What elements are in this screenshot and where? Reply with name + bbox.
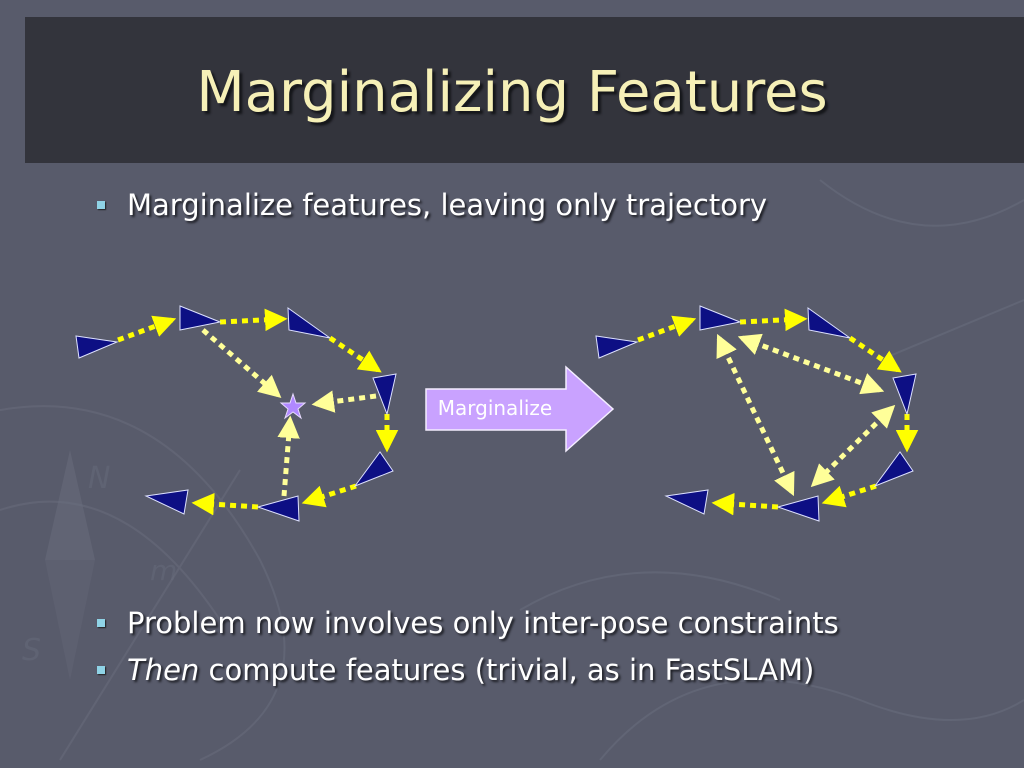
right-inter-pose-constraints <box>716 333 896 497</box>
feature-constraint-edge <box>311 390 377 413</box>
svg-text:S: S <box>22 633 41 668</box>
feature-constraint-edge <box>201 328 282 398</box>
bullet-square-icon <box>97 619 105 627</box>
right-poses <box>595 305 917 522</box>
left-pose-constraints <box>117 308 399 516</box>
left-feature-constraints <box>201 328 377 497</box>
pose-triangle <box>699 305 742 331</box>
feature-constraint-edge <box>277 415 300 497</box>
constraint-edge <box>739 308 808 332</box>
constraint-edge <box>711 492 779 516</box>
inter-pose-edge <box>716 333 795 497</box>
bullet-emphasis: Then <box>127 653 200 687</box>
bullet-text: compute features (trivial, as in FastSLA… <box>199 653 815 687</box>
constraint-edge <box>637 315 697 343</box>
bullet-text: Problem now involves only inter-pose con… <box>127 606 839 640</box>
pose-triangle <box>353 451 394 488</box>
pose-triangle <box>144 489 189 515</box>
left-poses <box>75 305 397 522</box>
pose-triangle <box>664 489 709 515</box>
marginalize-label: Marginalize <box>437 396 553 420</box>
right-pose-constraints <box>637 308 919 516</box>
pose-triangle <box>892 373 917 416</box>
constraint-edge <box>191 492 259 516</box>
pose-triangle <box>287 306 331 339</box>
marginalize-arrow <box>425 365 615 453</box>
page-title: Marginalizing Features <box>196 60 828 125</box>
constraint-edge <box>328 335 382 373</box>
constraint-edge <box>301 483 357 508</box>
pose-triangle <box>179 305 222 331</box>
bullet-text: Marginalize features, leaving only traje… <box>127 188 768 222</box>
pose-triangle <box>595 335 639 359</box>
svg-text:m: m <box>150 554 177 587</box>
bullet-item: Marginalize features, leaving only traje… <box>97 188 767 222</box>
constraint-edge <box>848 335 902 373</box>
pose-triangle <box>75 335 119 359</box>
constraint-edge <box>117 315 177 343</box>
pose-triangle <box>807 306 851 339</box>
pose-triangle <box>873 451 914 488</box>
title-bar <box>25 17 1024 163</box>
svg-text:N: N <box>88 461 110 496</box>
constraint-edge <box>219 308 288 332</box>
feature-star-icon <box>279 392 307 420</box>
inter-pose-edge <box>810 404 896 488</box>
pose-triangle <box>776 495 820 522</box>
bullet-square-icon <box>97 201 105 209</box>
pose-triangle <box>372 373 397 416</box>
constraint-edge <box>821 483 877 508</box>
bullet-item: Then compute features (trivial, as in Fa… <box>97 653 814 687</box>
pose-triangle <box>256 495 300 522</box>
bullet-item: Problem now involves only inter-pose con… <box>97 606 839 640</box>
bullet-square-icon <box>97 666 105 674</box>
